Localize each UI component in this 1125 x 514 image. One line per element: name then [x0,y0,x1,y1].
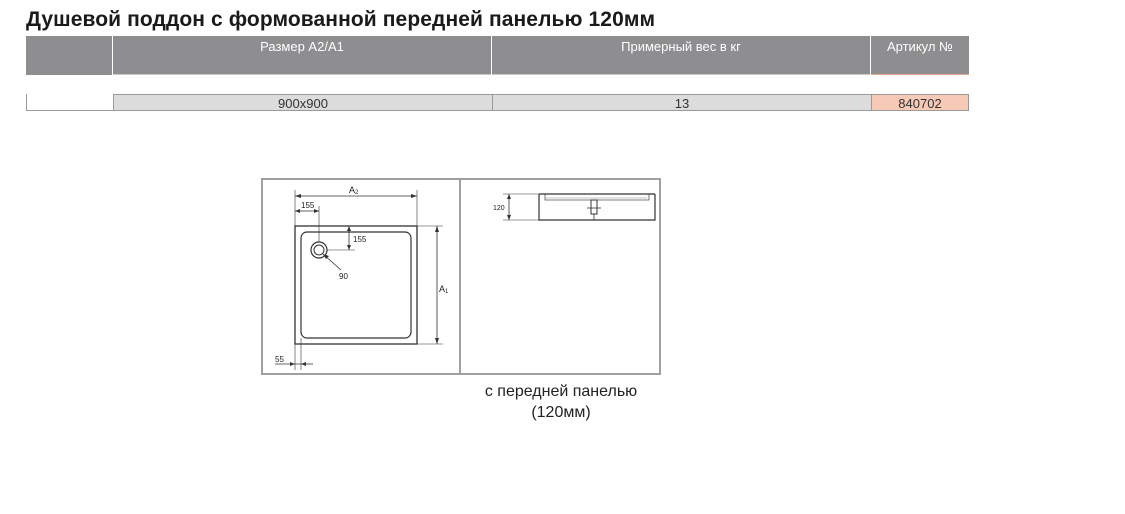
header-size-label: Размер A2/A1 [260,39,344,54]
header-weight: Примерный вес в кг [492,36,870,75]
label-120: 120 [493,205,505,212]
label-55: 55 [275,355,284,364]
header-size: Размер A2/A1 [113,36,491,75]
drawing-caption: с передней панелью (120мм) [462,381,660,423]
header-weight-label: Примерный вес в кг [621,39,741,54]
header-article: Артикул № [871,36,969,75]
row-article-value: 840702 [898,96,942,111]
caption-line-2: (120мм) [531,404,591,421]
row-weight-value: 13 [674,96,690,111]
row-size-value: 900x900 [278,96,328,111]
table-row-size-cell: 900x900 [113,94,492,111]
table-row-weight-cell: 13 [492,94,871,111]
row-empty-cell [26,94,113,111]
table-row-article-cell: 840702 [871,94,969,111]
label-a1: A1 [439,284,449,295]
caption-line-1: с передней панелью [484,383,638,400]
plan-view-drawing: A2 155 155 90 A1 55 [261,178,461,375]
label-90: 90 [339,272,348,281]
plan-view-svg: A2 155 155 90 A1 55 [275,185,449,370]
side-view-drawing: 120 [459,178,661,375]
header-article-label: Артикул № [886,39,954,54]
label-155-top: 155 [301,201,315,210]
header-empty-cell [26,36,112,75]
side-view-svg: 120 [493,193,656,221]
label-a2: A2 [349,185,359,196]
page-title: Душевой поддон с формованной передней па… [26,8,656,31]
label-155-side: 155 [353,235,367,244]
